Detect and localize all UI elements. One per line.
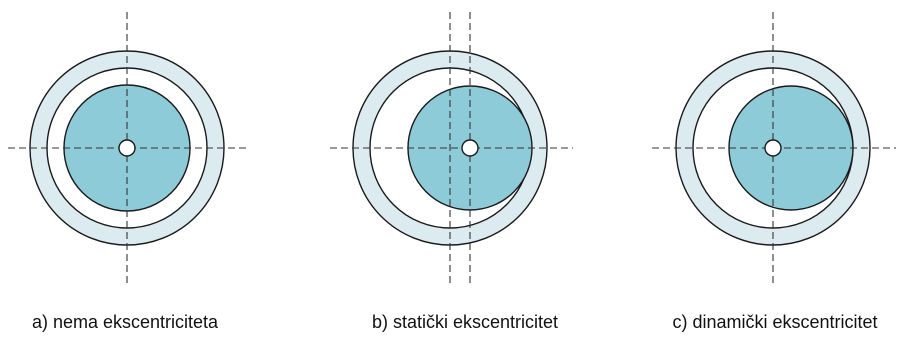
shaft [461, 139, 479, 157]
panel-c [652, 12, 896, 284]
caption-static-eccentricity: b) statički ekscentricitet [371, 312, 559, 332]
shaft [764, 139, 782, 157]
panel-a [8, 12, 248, 284]
caption-no-eccentricity: a) nema ekscentriciteta [31, 312, 219, 332]
shaft [118, 139, 136, 157]
panel-b [330, 12, 573, 284]
caption-dynamic-eccentricity: c) dinamički ekscentricitet [672, 312, 878, 332]
